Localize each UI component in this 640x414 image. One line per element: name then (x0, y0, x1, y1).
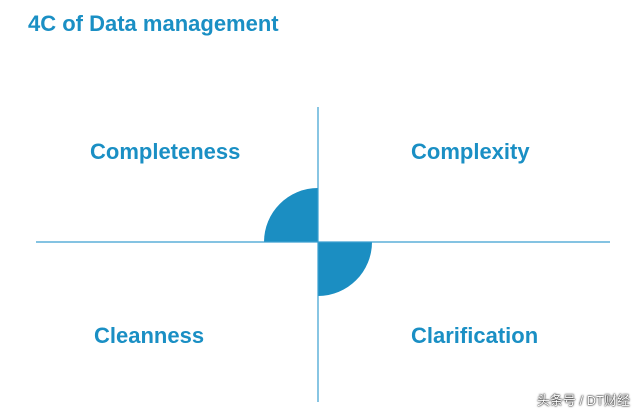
quadrant-label-clarification: Clarification (411, 323, 539, 348)
quadrant-label-complexity: Complexity (411, 139, 530, 164)
quadrant-label-completeness: Completeness (90, 139, 241, 164)
source-watermark: 头条号 / DT财经 (536, 393, 630, 408)
page-title: 4C of Data management (28, 11, 279, 36)
top-left-quarter-circle (264, 188, 318, 242)
quadrant-label-cleanness: Cleanness (94, 323, 205, 348)
bottom-right-quarter-circle (318, 242, 372, 296)
